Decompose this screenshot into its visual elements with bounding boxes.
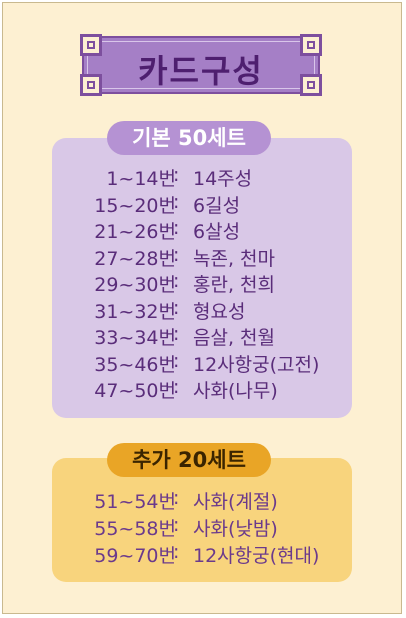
card-range: 33~34번 [94, 327, 176, 349]
separator: : [173, 487, 180, 509]
card-name: 음살, 천월 [193, 327, 275, 349]
list-item: 29~30번: 홍란, 천희 [0, 270, 406, 297]
card-name: 12사항궁(현대) [193, 545, 320, 567]
title-banner: 카드구성 [80, 34, 322, 96]
separator: : [173, 270, 180, 292]
separator: : [173, 323, 180, 345]
card-range: 51~54번 [94, 491, 176, 513]
list-item: 21~26번:6살성 [0, 217, 406, 244]
list-item: 55~58번: 사화(낮밤) [0, 514, 406, 541]
card-name: 녹존, 천마 [193, 247, 275, 270]
separator: : [173, 243, 180, 266]
list-item: 59~70번:12사항궁(현대) [0, 541, 406, 568]
list-item: 35~46번:12사항궁(고전) [0, 350, 406, 377]
corner-ornament-icon [300, 74, 322, 96]
card-name: 14주성 [193, 168, 253, 190]
corner-ornament-icon [300, 34, 322, 56]
card-range: 31~32번 [94, 300, 176, 323]
list-item: 31~32번: 형요성 [0, 297, 406, 324]
card-name: 12사항궁(고전) [193, 353, 320, 376]
separator: : [173, 376, 180, 398]
page-title: 카드구성 [138, 52, 264, 90]
separator: : [173, 217, 180, 239]
separator: : [173, 349, 180, 372]
list-item: 51~54번: 사화(계절) [0, 487, 406, 514]
extra-set-heading: 추가 20세트 [107, 443, 271, 477]
extra-set-panel [52, 458, 352, 582]
card-range: 27~28번 [94, 247, 176, 270]
card-range: 47~50번 [94, 380, 176, 402]
list-item: 33~34번: 음살, 천월 [0, 323, 406, 350]
card-name: 6살성 [193, 221, 241, 243]
separator: : [173, 514, 180, 536]
card-name: 6길성 [193, 194, 241, 217]
corner-ornament-icon [80, 34, 102, 56]
separator: : [173, 190, 180, 213]
separator: : [173, 164, 180, 186]
extra-set-list: 51~54번:사화(계절) 55~58번:사화(낮밤) 59~70번:12사항궁… [0, 487, 406, 568]
card-range: 15~20번 [94, 194, 176, 217]
card-name: 사화(계절) [193, 491, 278, 513]
card-range: 29~30번 [94, 274, 176, 296]
card-name: 사화(낮밤) [193, 518, 278, 540]
list-item: 15~20번:6길성 [0, 191, 406, 218]
basic-set-heading: 기본 50세트 [107, 121, 271, 155]
card-name: 홍란, 천희 [193, 274, 275, 296]
card-range: 55~58번 [94, 518, 176, 540]
separator: : [173, 541, 180, 563]
list-item: 27~28번: 녹존, 천마 [0, 244, 406, 271]
card-range: 21~26번 [94, 221, 176, 243]
card-range: 59~70번 [94, 545, 176, 567]
card-range: 1~14번 [106, 168, 176, 190]
card-range: 35~46번 [94, 353, 176, 376]
basic-set-panel [52, 138, 352, 418]
corner-ornament-icon [80, 74, 102, 96]
separator: : [173, 296, 180, 319]
card-name: 형요성 [193, 300, 246, 323]
basic-set-list: 1~14번:14주성 15~20번:6길성 21~26번:6살성 27~28번:… [0, 164, 406, 403]
list-item: 1~14번:14주성 [0, 164, 406, 191]
card-name: 사화(나무) [193, 380, 278, 402]
list-item: 47~50번: 사화(나무) [0, 376, 406, 403]
